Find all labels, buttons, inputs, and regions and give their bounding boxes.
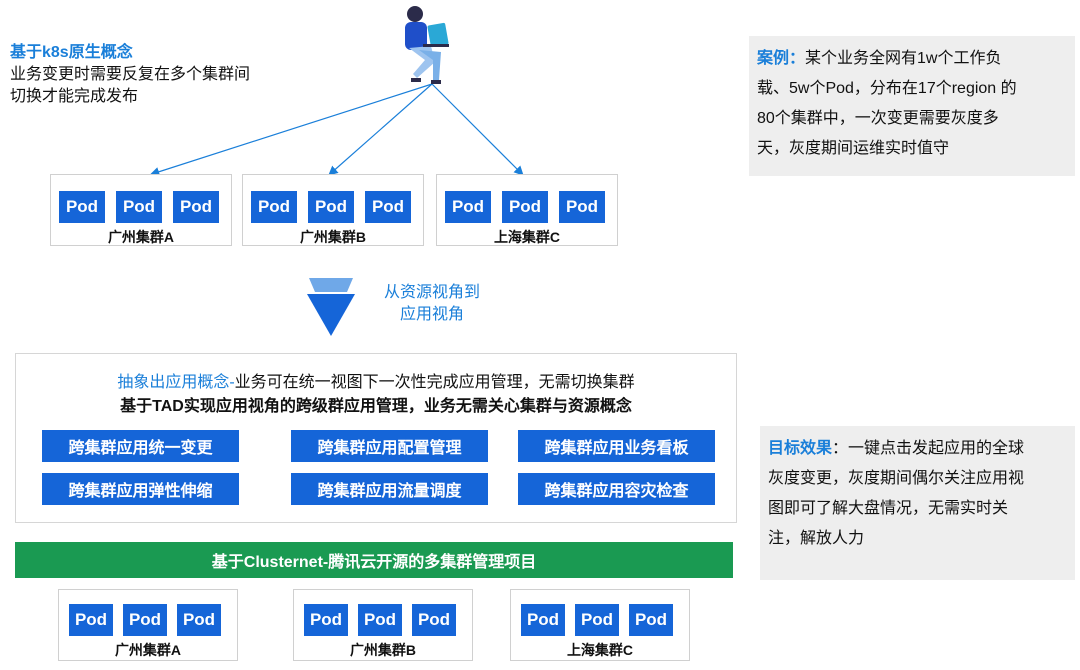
case-line-1: 某个业务全网有1w个工作负 <box>805 50 1002 67</box>
transform-label: 从资源视角到 应用视角 <box>372 282 492 326</box>
pod: Pod <box>575 604 619 636</box>
cluster-name: 上海集群C <box>493 229 561 245</box>
goal-label: 目标效果 <box>768 440 833 457</box>
pod: Pod <box>412 604 456 636</box>
intro-line-2: 业务变更时需要反复在多个集群间 <box>10 66 251 83</box>
case-label: 案例： <box>757 50 806 67</box>
cluster-name: 广州集群A <box>114 642 182 658</box>
bottom-cluster-c: Pod Pod Pod 上海集群C <box>510 589 690 661</box>
pod: Pod <box>59 191 105 223</box>
pod: Pod <box>629 604 673 636</box>
cluster-name: 广州集群A <box>107 229 175 245</box>
intro-text: 基于k8s原生概念 业务变更时需要反复在多个集群间 切换才能完成发布 <box>10 42 250 108</box>
pod: Pod <box>251 191 297 223</box>
goal-line-3: 图即可了解大盘情况，无需实时关 <box>768 500 1009 517</box>
intro-line-3: 切换才能完成发布 <box>10 88 139 105</box>
clusternet-bar: 基于Clusternet-腾讯云开源的多集群管理项目 <box>15 542 733 578</box>
case-line-4: 天，灰度期间运维实时值守 <box>757 140 950 157</box>
top-cluster-b: Pod Pod Pod 广州集群B <box>242 174 424 246</box>
feature-disaster-check: 跨集群应用容灾检查 <box>518 473 715 505</box>
panel-subtitle: 基于TAD实现应用视角的跨级群应用管理，业务无需关心集群与资源概念 <box>120 398 632 415</box>
person-with-laptop-icon <box>405 6 449 84</box>
case-line-3: 80个集群中，一次变更需要灰度多 <box>757 110 999 127</box>
pod: Pod <box>177 604 221 636</box>
goal-line-2: 灰度变更，灰度期间偶尔关注应用视 <box>768 470 1025 487</box>
feature-elastic-scaling: 跨集群应用弹性伸缩 <box>42 473 239 505</box>
feature-traffic-scheduling: 跨集群应用流量调度 <box>291 473 488 505</box>
goal-line-1: ：一键点击发起应用的全球 <box>832 440 1025 457</box>
goal-box: 目标效果：一键点击发起应用的全球 灰度变更，灰度期间偶尔关注应用视 图即可了解大… <box>760 426 1075 580</box>
feature-unified-change: 跨集群应用统一变更 <box>42 430 239 462</box>
pod: Pod <box>123 604 167 636</box>
pod: Pod <box>304 604 348 636</box>
panel-title-rest: 业务可在统一视图下一次性完成应用管理，无需切换集群 <box>234 374 635 391</box>
transform-line-1: 从资源视角到 <box>383 284 480 301</box>
pod: Pod <box>308 191 354 223</box>
feature-business-dashboard: 跨集群应用业务看板 <box>518 430 715 462</box>
panel-title-highlight: 抽象出应用概念- <box>117 374 235 391</box>
cluster-name: 广州集群B <box>349 642 417 658</box>
case-line-2: 载、5w个Pod，分布在17个region 的 <box>757 80 1017 97</box>
bottom-cluster-b: Pod Pod Pod 广州集群B <box>293 589 473 661</box>
panel-title: 抽象出应用概念-业务可在统一视图下一次性完成应用管理，无需切换集群 <box>16 368 736 392</box>
pod: Pod <box>559 191 605 223</box>
top-cluster-a: Pod Pod Pod 广州集群A <box>50 174 232 246</box>
app-panel: 抽象出应用概念-业务可在统一视图下一次性完成应用管理，无需切换集群 基于TAD实… <box>15 353 737 523</box>
top-cluster-c: Pod Pod Pod 上海集群C <box>436 174 618 246</box>
cluster-name: 上海集群C <box>566 642 634 658</box>
pod: Pod <box>173 191 219 223</box>
pod: Pod <box>365 191 411 223</box>
pod: Pod <box>445 191 491 223</box>
pod: Pod <box>502 191 548 223</box>
pod: Pod <box>358 604 402 636</box>
pod: Pod <box>521 604 565 636</box>
case-box: 案例：某个业务全网有1w个工作负 载、5w个Pod，分布在17个region 的… <box>749 36 1075 176</box>
goal-line-4: 注，解放人力 <box>768 530 865 547</box>
intro-title: 基于k8s原生概念 <box>10 44 133 61</box>
feature-config-management: 跨集群应用配置管理 <box>291 430 488 462</box>
cluster-name: 广州集群B <box>299 229 367 245</box>
down-arrow-icon <box>307 278 355 336</box>
bottom-cluster-a: Pod Pod Pod 广州集群A <box>58 589 238 661</box>
pod: Pod <box>69 604 113 636</box>
pod: Pod <box>116 191 162 223</box>
transform-line-2: 应用视角 <box>399 306 464 323</box>
